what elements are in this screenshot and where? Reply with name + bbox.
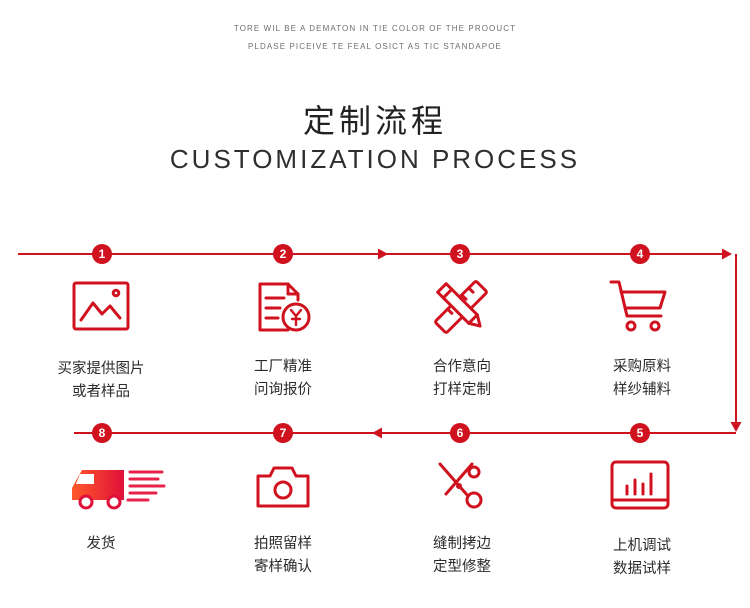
flow-arrow-right-icon [378,248,388,260]
step-5-number-badge: 5 [630,423,650,443]
step-8-number-badge: 8 [92,423,112,443]
flow-arrow-down-icon [730,422,742,432]
step-4-number-badge: 4 [630,244,650,264]
step-6-label-line1: 缝制拷边 [433,536,491,552]
step-2-label-line1: 工厂精准 [254,359,312,375]
step-2-number-badge: 2 [273,244,293,264]
step-2-label-line2: 问询报价 [254,382,312,398]
step-7-label-line2: 寄样确认 [254,559,312,575]
image-icon [66,272,136,342]
bar-chart-monitor-icon [605,452,675,522]
step-6-label-line2: 定型修整 [433,559,491,575]
step-6-number-badge: 6 [450,423,470,443]
step-1-label-line1: 买家提供图片 [57,361,145,377]
step-4-label-line2: 样纱辅料 [613,382,671,398]
page-title-chinese: 定制流程 [302,102,447,140]
step-5-label-line2: 数据试样 [613,561,671,577]
flow-arrow-right-icon [722,248,732,260]
step-8-label-line1: 发货 [86,536,116,552]
document-price-icon [248,270,318,340]
step-7-number-badge: 7 [273,423,293,443]
step-3-label-line2: 打样定制 [433,382,491,398]
shopping-cart-icon [605,272,675,342]
delivery-truck-icon [66,452,166,522]
step-3-number-badge: 3 [450,244,470,264]
header-tagline-line2: PLDASE PICEIVE TE FEAL OSICT AS TIC STAN… [247,42,502,51]
scissors-icon [426,452,496,522]
step-3-label-line1: 合作意向 [433,359,491,375]
step-1-number-badge: 1 [92,244,112,264]
step-1-label-line2: 或者样品 [72,384,130,400]
header-tagline-line1: TORE WIL BE A DEMATON IN TIE COLOR OF TH… [233,24,517,33]
page-title-english: CUSTOMIZATION PROCESS [169,144,581,174]
pencil-ruler-icon [426,272,496,342]
step-7-label-line1: 拍照留样 [254,536,312,552]
step-5-label-line1: 上机调试 [613,538,671,554]
camera-icon [248,452,318,522]
flow-arrow-left-icon [372,427,382,439]
step-4-label-line1: 采购原料 [613,359,671,375]
